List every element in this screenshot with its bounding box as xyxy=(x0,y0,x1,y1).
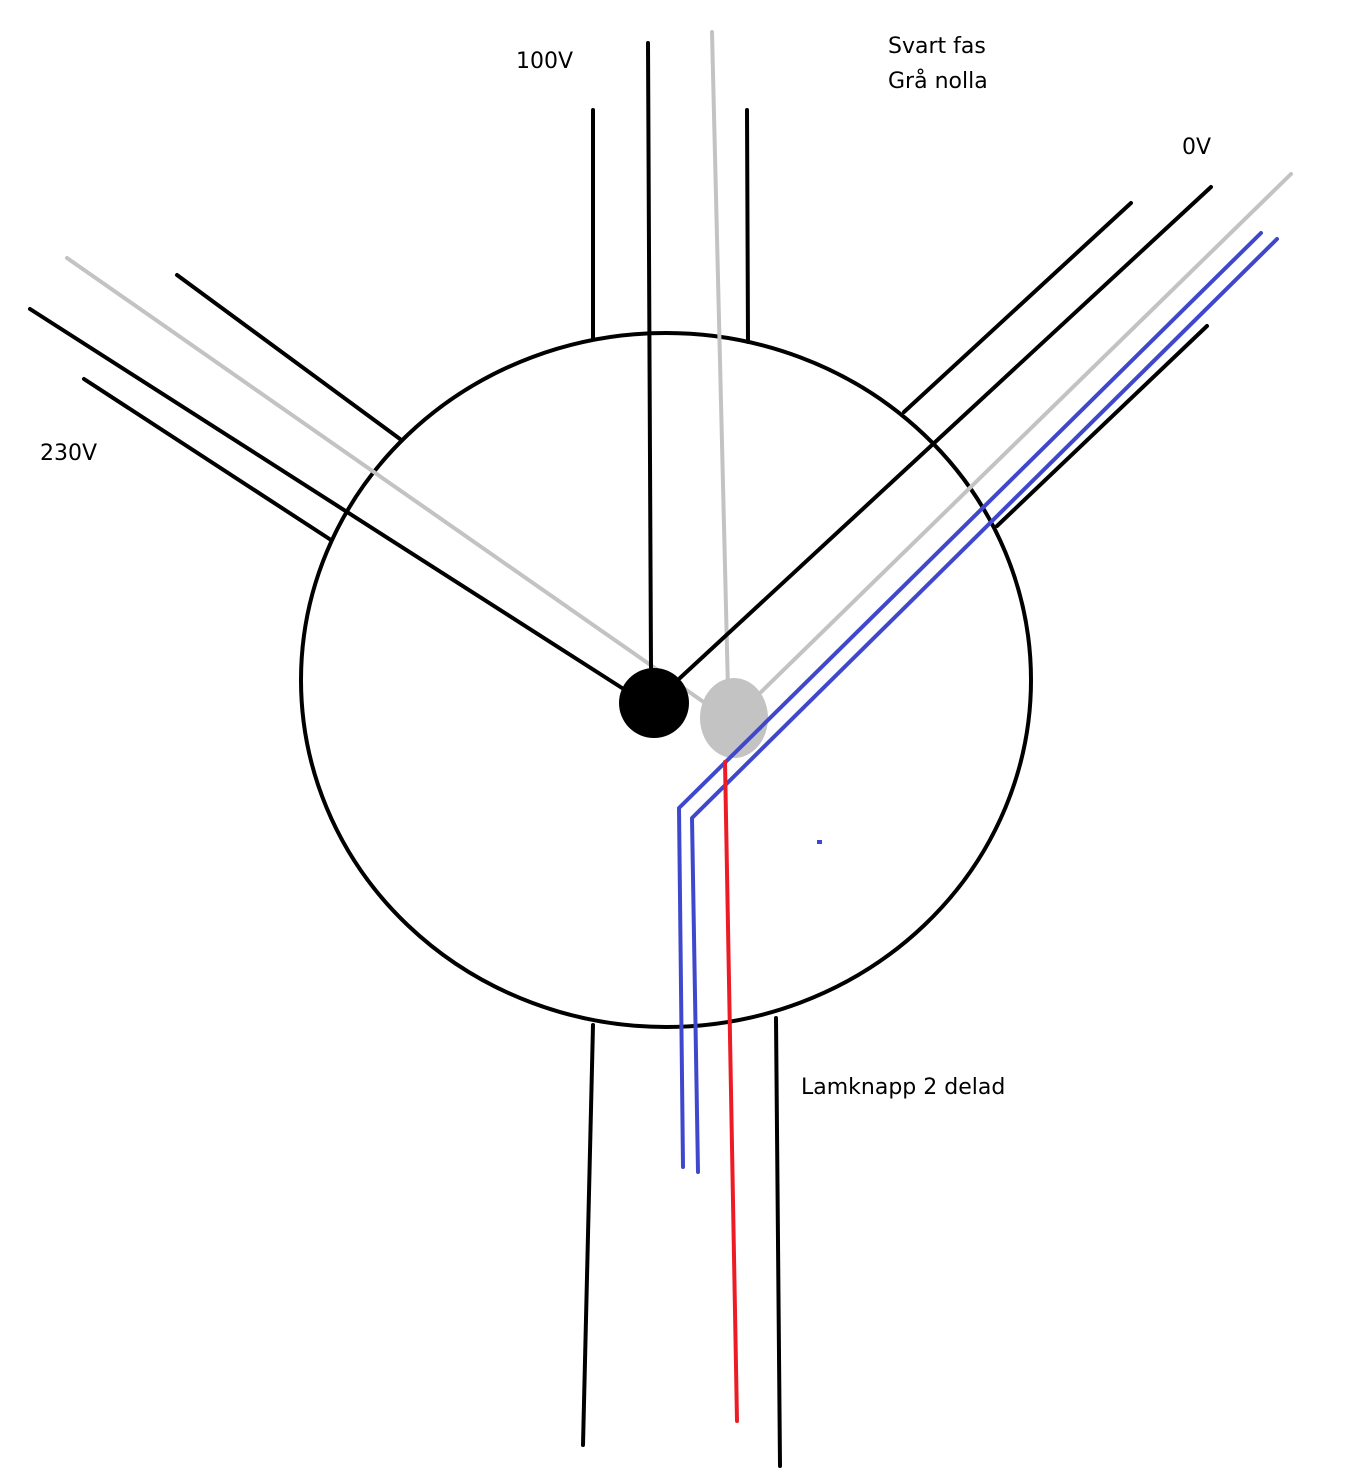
label-100v: 100V xyxy=(516,49,574,74)
label-230v: 230V xyxy=(40,441,98,466)
black-wire-left xyxy=(28,307,624,690)
blue-wire-2 xyxy=(690,237,1279,1174)
right-conduit-lower xyxy=(995,324,1209,528)
black-terminal xyxy=(619,668,689,738)
stray-blue-dot xyxy=(817,840,822,844)
red-wire xyxy=(723,760,739,1423)
label-lamknapp: Lamknapp 2 delad xyxy=(801,1075,1006,1100)
black-wire-top xyxy=(646,41,653,670)
black-wire-right xyxy=(678,185,1213,680)
gray-wire-left xyxy=(65,256,707,705)
bottom-conduit-left xyxy=(581,1023,595,1447)
blue-wire-1 xyxy=(677,231,1263,1169)
switch-body-circle xyxy=(299,331,1033,1029)
top-conduit-right xyxy=(745,108,750,344)
gray-wire-right xyxy=(756,172,1293,697)
gray-wire-top xyxy=(710,30,730,692)
legend-black-phase: Svart fas xyxy=(888,34,986,59)
left-conduit-lower xyxy=(82,377,333,542)
gray-terminal xyxy=(700,678,768,758)
label-0v: 0V xyxy=(1182,135,1212,160)
legend-gray-neutral: Grå nolla xyxy=(888,69,988,94)
bottom-conduit-right xyxy=(774,1016,782,1468)
left-conduit-upper xyxy=(175,273,402,441)
right-conduit-upper xyxy=(902,201,1133,414)
wire-color-legend: Svart fas Grå nolla xyxy=(888,29,988,99)
